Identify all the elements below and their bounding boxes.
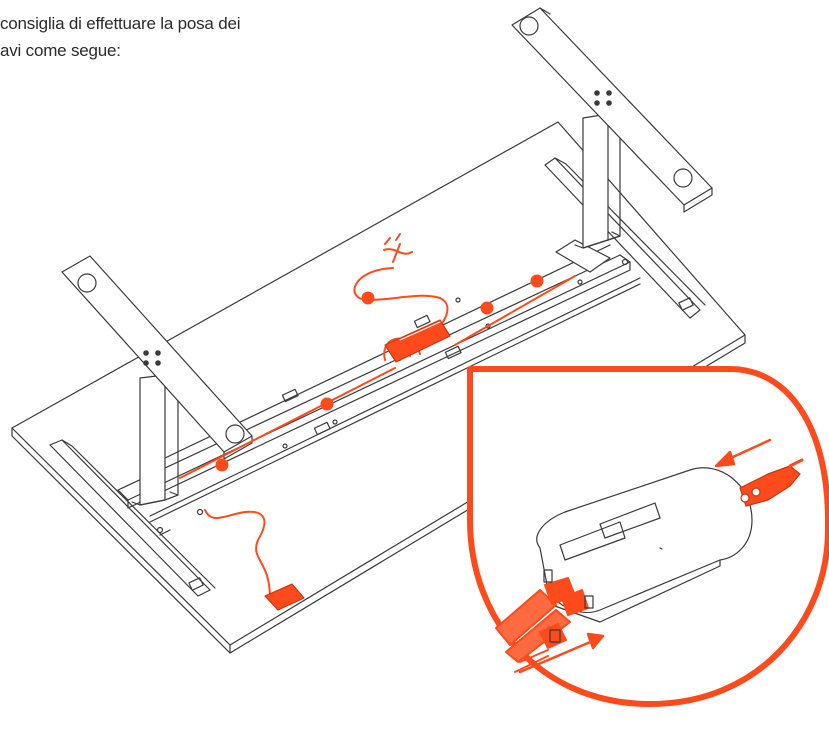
cable-clips	[215, 274, 544, 472]
right-side-rail	[544, 157, 706, 319]
control-box-small	[384, 319, 451, 363]
instruction-caption: consiglia di effettuare la posa dei avi …	[0, 10, 241, 64]
cable-routing	[179, 233, 576, 599]
insert-arrow-icon	[518, 438, 772, 674]
left-side-rail	[49, 439, 216, 597]
caption-line-1: consiglia di effettuare la posa dei	[0, 14, 241, 33]
desk-switch	[264, 583, 305, 611]
caption-line-2: avi come segue:	[0, 41, 121, 60]
left-foot	[61, 255, 253, 460]
left-leg	[131, 374, 179, 506]
callout-magnifier	[467, 366, 829, 707]
right-foot	[511, 7, 713, 213]
